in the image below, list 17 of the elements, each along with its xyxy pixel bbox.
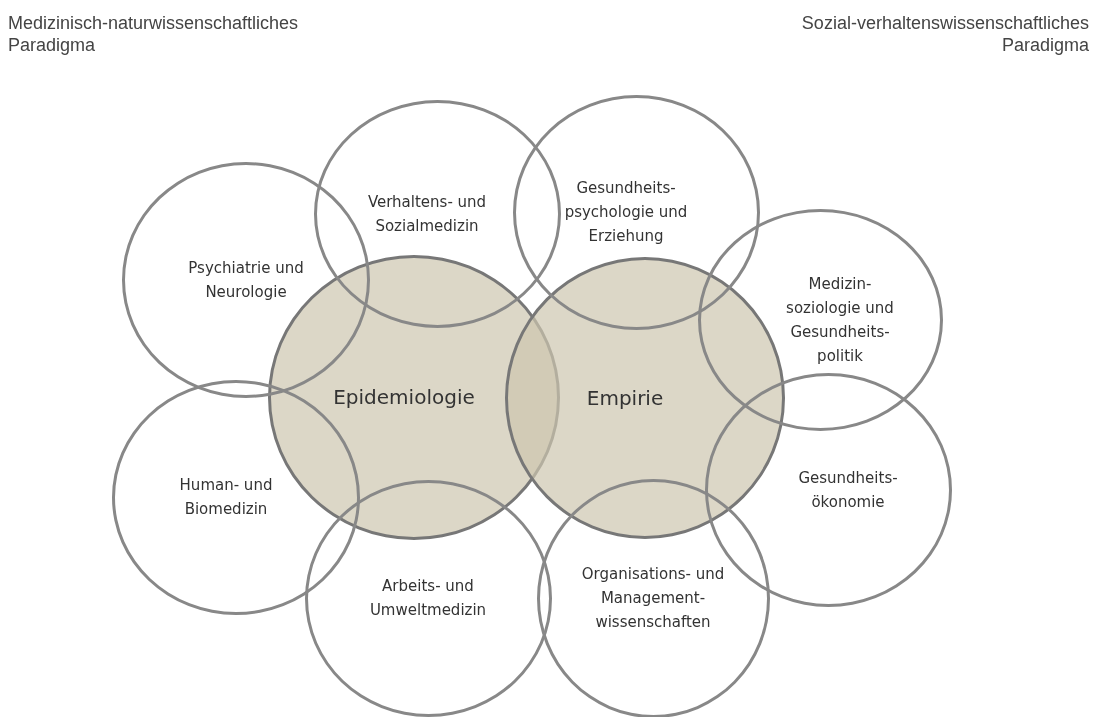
paradigm-heading: Sozial-verhaltenswissenschaftliches Paradigma [800,12,1089,56]
circle-label: Empirie [585,386,665,410]
circle-label: Gesundheits- ökonomie [797,468,899,513]
circle-label: Gesundheits- psychologie und Erziehung [563,178,689,247]
circle-label: Organisations- und Management- wissenschaften [580,564,726,633]
circle-label: Epidemiologie [332,385,476,409]
circle [304,479,552,717]
circle-label: Psychiatrie und Neurologie [187,258,305,303]
circle [313,100,561,328]
paradigm-heading: Medizinisch-naturwissenschaftliches Paradigma [8,12,300,56]
circle-label: Medizin- soziologie und Gesundheits- politik [785,274,895,367]
circle-label: Human- und Biomedizin [178,475,274,520]
circle-label: Verhaltens- und Sozialmedizin [366,192,488,237]
circle-label: Arbeits- und Umweltmedizin [368,576,488,621]
circle [512,94,760,330]
circle [536,478,770,717]
circle [697,209,943,431]
